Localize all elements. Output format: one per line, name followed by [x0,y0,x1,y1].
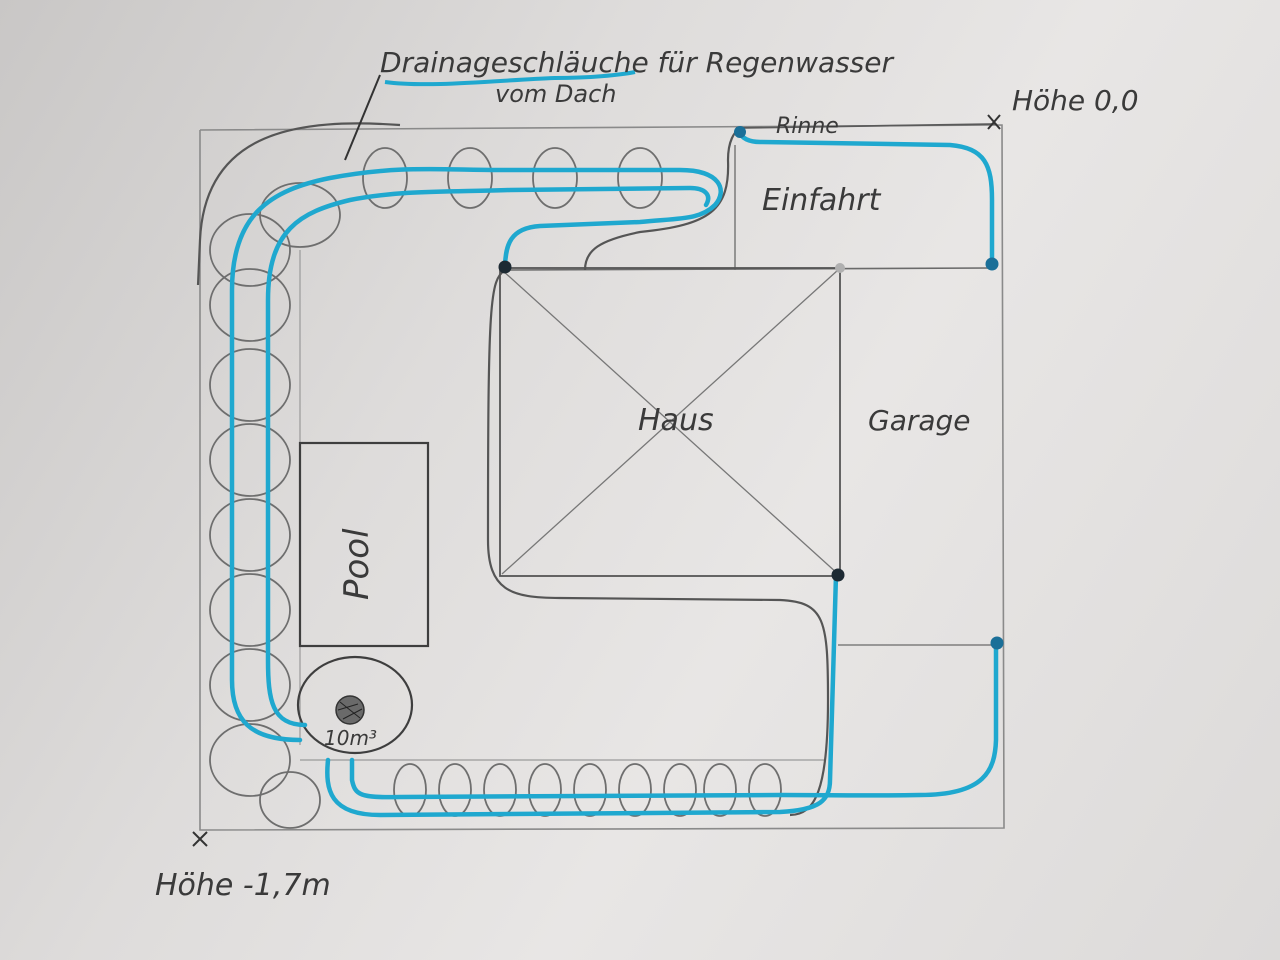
house-side-outline [486,269,830,817]
outer-path-outline [196,122,401,286]
coil-bottom [438,763,472,817]
coil-bottom [573,763,607,817]
coil-top [447,147,493,209]
house-rectangle [499,267,841,577]
title-line2: vom Dach [495,80,617,108]
coil-bottom [393,763,427,817]
rinne-label: Rinne [776,114,839,139]
coil-left [209,268,291,342]
dot-right-middle [990,636,1004,650]
tank-label: 10m³ [324,726,377,750]
coil-left [209,348,291,422]
marker-top-right-icon [987,114,1001,130]
house-diagonal-2 [501,269,839,575]
dot-house-top-left [498,260,512,274]
hose-left-inner [265,185,711,728]
tank-inlet-hatch [337,701,363,720]
einfahrt-label: Einfahrt [762,183,882,218]
coil-bottom [703,763,737,817]
rinne-line [735,123,997,129]
pool-rectangle [298,441,430,648]
coil-bottom [748,763,782,817]
height-markers [192,114,1001,847]
boundary-outline [199,124,1005,831]
pool-label: Pool [337,528,377,600]
coil-left [209,723,291,797]
title-line1: Drainageschläuche für Regenwasser [380,46,894,79]
coil-top [532,147,578,209]
marker-bottom-left-icon [192,831,208,847]
haus-label: Haus [638,403,714,438]
coil-bottom [483,763,517,817]
dot-rinne [734,126,746,138]
dot-right-top [985,257,999,271]
title-underline [384,70,636,87]
hose-bottom-1 [325,572,839,818]
dot-house-corner [831,568,845,582]
coil-bottom [259,771,321,829]
hoehe-top-label: Höhe 0,0 [1012,84,1139,117]
property-boundary [199,123,1005,831]
tank: 10m³ [296,655,414,755]
coil-left [209,498,291,572]
hose-left-main [229,166,723,743]
coil-left [209,213,291,287]
coil-top [362,147,408,209]
junction-dots [498,126,1004,650]
hose-bottom-2 [349,642,999,800]
coil-top [259,182,341,248]
hoehe-bottom-label: Höhe -1,7m [155,868,331,903]
house [499,267,841,577]
pool: Pool [298,441,430,648]
coil-top [617,147,663,209]
dot-house-top-right [835,263,845,273]
coil-bottom [528,763,562,817]
path-outline [196,122,830,817]
coil-left [209,648,291,722]
coil-left [209,423,291,497]
coil-bottom [618,763,652,817]
inner-house-outline [583,129,739,271]
title-leader-line [344,74,381,161]
pencil-coils [209,147,782,829]
coil-left [209,573,291,647]
coil-bottom [663,763,697,817]
garage-label: Garage [868,404,971,437]
tank-circle [296,655,414,755]
